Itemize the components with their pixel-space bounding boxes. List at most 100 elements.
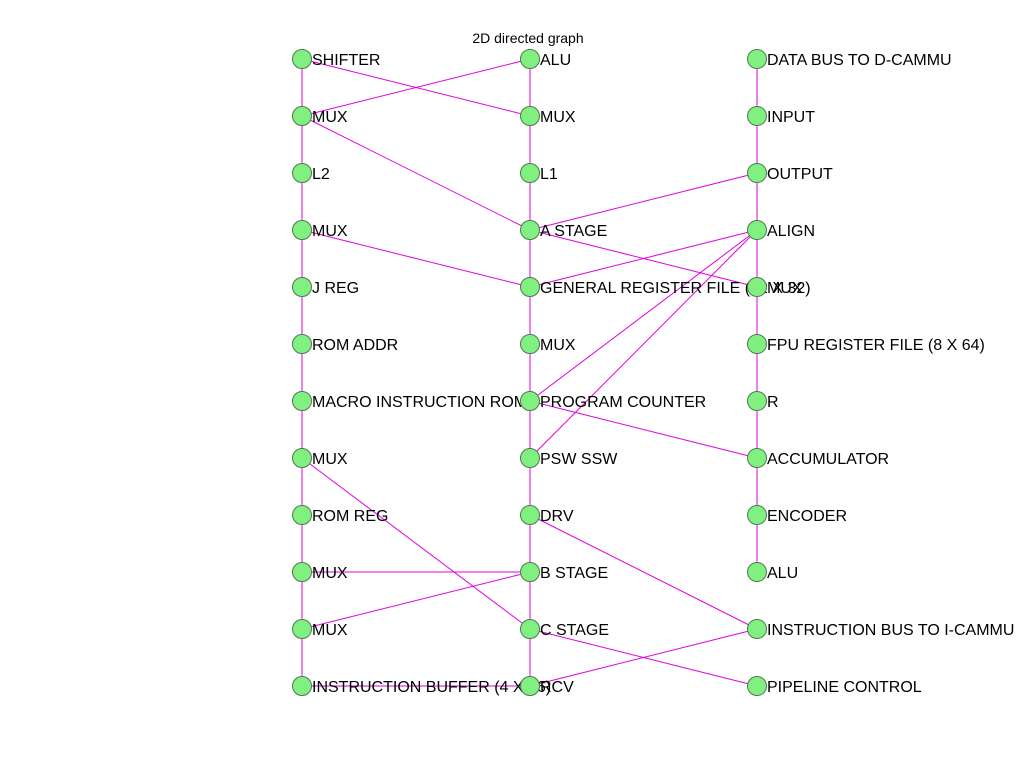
node-label: J REG [312, 280, 359, 297]
node-c3r11: PIPELINE CONTROL [747, 676, 922, 696]
node-c3r5: FPU REGISTER FILE (8 X 64) [747, 334, 985, 354]
node-c2r5: MUX [520, 334, 576, 354]
node-circle [520, 448, 540, 468]
node-circle [292, 619, 312, 639]
node-circle [747, 676, 767, 696]
node-c1r3: MUX [292, 220, 348, 240]
node-label: PSW SSW [540, 451, 618, 468]
node-circle [747, 106, 767, 126]
node-c1r7: MUX [292, 448, 348, 468]
node-c2r1: MUX [520, 106, 576, 126]
edge-c3r3-to-c2r4 [530, 229, 758, 287]
node-label: DATA BUS TO D-CAMMU [767, 52, 952, 69]
node-c1r4: J REG [292, 277, 359, 297]
node-circle [292, 334, 312, 354]
node-circle [292, 505, 312, 525]
node-circle [747, 277, 767, 297]
node-circle [520, 562, 540, 582]
node-circle [520, 391, 540, 411]
node-c2r9: B STAGE [520, 562, 608, 582]
node-circle [520, 505, 540, 525]
node-label: B STAGE [540, 565, 608, 582]
node-circle [292, 220, 312, 240]
node-label: MUX [312, 565, 348, 582]
node-c3r9: ALU [747, 562, 798, 582]
node-circle [747, 163, 767, 183]
node-label: GENERAL REGISTER FILE (32 X 32) [540, 280, 811, 297]
node-circle [520, 163, 540, 183]
node-label: MUX [312, 223, 348, 240]
edge-c2r10-to-c3r11 [529, 628, 757, 686]
node-circle [520, 676, 540, 696]
edge-c2r6-to-c3r7 [529, 400, 757, 458]
node-c3r7: ACCUMULATOR [747, 448, 889, 468]
node-label: MACRO INSTRUCTION ROM [312, 394, 527, 411]
node-label: PIPELINE CONTROL [767, 679, 922, 696]
edge-c2r3-to-c3r2 [529, 173, 757, 231]
node-label: DRV [540, 508, 574, 525]
node-circle [520, 277, 540, 297]
node-c3r0: DATA BUS TO D-CAMMU [747, 49, 952, 69]
node-label: OUTPUT [767, 166, 833, 183]
node-c1r5: ROM ADDR [292, 334, 398, 354]
edge-c3r3-to-c2r7 [530, 229, 758, 458]
node-c1r9: MUX [292, 562, 348, 582]
node-circle [292, 562, 312, 582]
node-label: INSTRUCTION BUS TO I-CAMMU [767, 622, 1014, 639]
node-label: MUX [540, 109, 576, 126]
node-c2r10: C STAGE [520, 619, 609, 639]
node-label: L2 [312, 166, 330, 183]
edge-c1r7-to-c2r10 [301, 457, 530, 629]
node-c1r11: INSTRUCTION BUFFER (4 X 16) [292, 676, 551, 696]
graph-title: 2D directed graph [472, 30, 583, 46]
edge-c1r10-to-c2r9 [301, 572, 530, 630]
node-c2r6: PROGRAM COUNTER [520, 391, 706, 411]
node-circle [747, 220, 767, 240]
node-label: MUX [540, 337, 576, 354]
node-label: MUX [312, 451, 348, 468]
edges-layer [302, 59, 757, 686]
node-c3r3: ALIGN [747, 220, 815, 240]
node-circle [520, 334, 540, 354]
node-label: INPUT [767, 109, 815, 126]
node-circle [292, 277, 312, 297]
edge-c2r3-to-c1r1 [302, 115, 531, 231]
node-c1r1: MUX [292, 106, 348, 126]
node-label: INSTRUCTION BUFFER (4 X 16) [312, 679, 551, 696]
node-label: ACCUMULATOR [767, 451, 889, 468]
node-circle [747, 619, 767, 639]
node-label: ALU [540, 52, 571, 69]
edge-c2r8-to-c3r10 [529, 514, 757, 630]
edge-c1r1-to-c2r0 [301, 59, 530, 117]
node-label: ROM REG [312, 508, 388, 525]
node-c1r8: ROM REG [292, 505, 388, 525]
node-c1r10: MUX [292, 619, 348, 639]
node-circle [747, 391, 767, 411]
node-circle [747, 562, 767, 582]
node-c3r10: INSTRUCTION BUS TO I-CAMMU [747, 619, 1014, 639]
node-label: ENCODER [767, 508, 847, 525]
node-c2r0: ALU [520, 49, 571, 69]
node-circle [292, 676, 312, 696]
node-c2r11: RCV [520, 676, 574, 696]
node-circle [520, 619, 540, 639]
edge-c1r3-to-c2r4 [301, 229, 530, 287]
node-label: PROGRAM COUNTER [540, 394, 706, 411]
node-circle [292, 106, 312, 126]
node-label: C STAGE [540, 622, 609, 639]
node-c1r2: L2 [292, 163, 330, 183]
node-c3r4: MUX [747, 277, 803, 297]
node-label: MUX [312, 622, 348, 639]
node-label: ALU [767, 565, 798, 582]
node-c2r7: PSW SSW [520, 448, 618, 468]
node-c2r3: A STAGE [520, 220, 607, 240]
node-circle [292, 49, 312, 69]
node-circle [747, 448, 767, 468]
node-c1r6: MACRO INSTRUCTION ROM [292, 391, 527, 411]
node-label: ROM ADDR [312, 337, 398, 354]
node-label: A STAGE [540, 223, 607, 240]
node-circle [520, 106, 540, 126]
node-label: MUX [767, 280, 803, 297]
